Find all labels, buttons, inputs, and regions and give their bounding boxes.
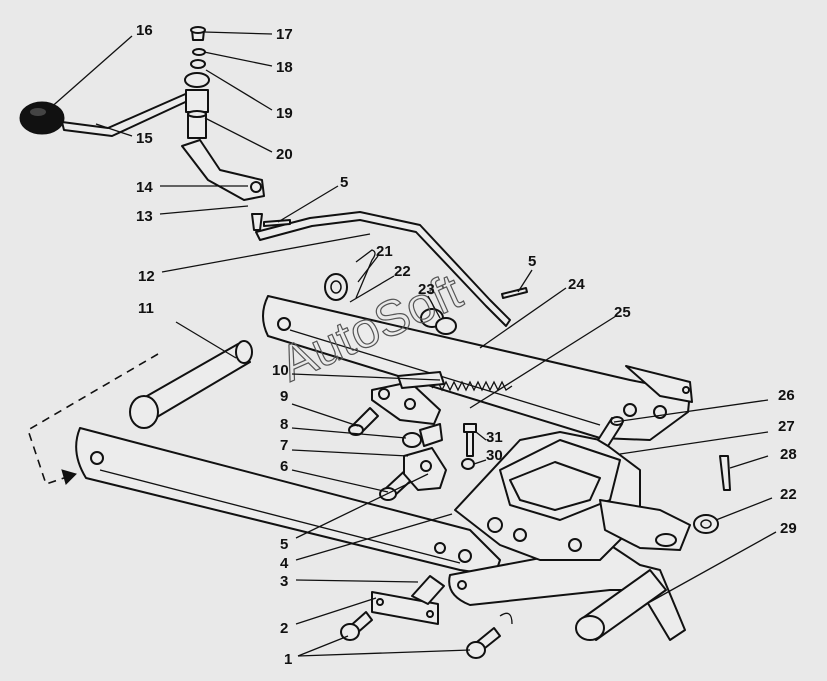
link-8 [402,423,443,448]
callout-1: 1 [284,651,292,668]
callout-14: 14 [136,179,153,196]
callout-10: 10 [272,362,289,379]
clip-small [499,612,513,625]
bottom-bracket [448,544,686,641]
shift-lever [19,91,195,137]
callout-12: 12 [138,268,155,285]
callout-15: 15 [136,130,153,147]
cotter-pin-upper [263,219,291,227]
callout-22-right: 22 [780,486,797,503]
bolt-31 [463,423,477,457]
clip-30 [461,458,475,470]
callout-25: 25 [614,304,631,321]
callout-5-mid: 5 [528,253,536,270]
callout-24: 24 [568,276,585,293]
pin-29 [575,569,667,641]
linkage-7-10 [371,371,445,425]
plate-2 [371,591,439,625]
callout-26: 26 [778,387,795,404]
callout-9: 9 [280,388,288,405]
callout-31: 31 [486,429,503,446]
dashed-guide [27,353,159,486]
callout-28: 28 [780,446,797,463]
callout-29: 29 [780,520,797,537]
control-rod [255,211,511,327]
callout-5-low: 5 [280,536,288,553]
callout-labels: 16 17 18 19 15 20 5 14 13 21 5 12 22 24 … [136,22,797,668]
callout-30: 30 [486,447,503,464]
lever-arm-13-14 [181,139,265,231]
callout-5-top: 5 [340,174,348,191]
callout-22-top: 22 [394,263,411,280]
pin-26 [597,416,624,447]
pin-11 [129,340,253,429]
callout-19: 19 [276,105,293,122]
leader-lines [47,31,777,657]
callout-4: 4 [280,555,289,572]
callout-17: 17 [276,26,293,43]
pin-3 [411,575,445,605]
callout-23: 23 [418,281,435,298]
callout-16: 16 [136,22,153,39]
callout-20: 20 [276,146,293,163]
bolt-1-left [340,611,373,641]
callout-2: 2 [280,620,288,637]
central-frame [454,431,691,561]
callout-11: 11 [138,300,154,317]
callout-6: 6 [280,458,288,475]
callout-3: 3 [280,573,288,590]
washer-22-right [693,514,719,534]
block-7 [403,447,447,491]
callout-18: 18 [276,59,293,76]
pin-9 [348,407,379,436]
callout-8: 8 [280,416,288,433]
tension-spring-25 [431,380,513,392]
callout-13: 13 [136,208,153,225]
pivot-stack [184,26,210,139]
cotter-pin-28 [719,455,731,491]
callout-27: 27 [778,418,795,435]
callout-21: 21 [376,243,393,260]
cotter-pin-mid [501,287,528,299]
hairpin-21 [355,249,376,299]
callout-7: 7 [280,437,288,454]
bolt-1-right [466,627,501,659]
upper-link-bar [262,295,693,441]
